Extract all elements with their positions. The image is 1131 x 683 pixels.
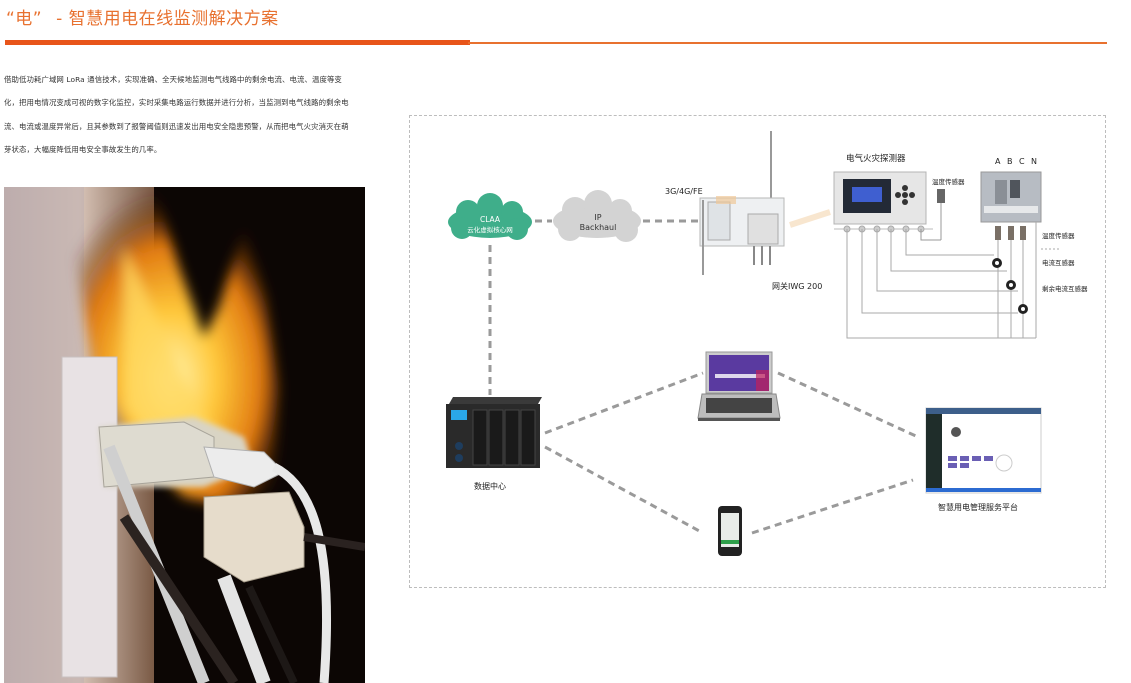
- claa-cloud-label: CLAA 云化虚拟核心网: [447, 215, 533, 235]
- ip-backhaul-cloud: [553, 190, 641, 242]
- title-text: - 智慧用电在线监测解决方案: [56, 9, 279, 29]
- phase-label-b: B: [1007, 157, 1013, 166]
- network-links: [488, 219, 919, 535]
- title-quote: “电”: [6, 9, 43, 29]
- gateway-name-label: 网关IWG 200: [772, 282, 823, 291]
- fire-socket-illustration: [4, 187, 365, 683]
- link-phone-platform: [751, 478, 914, 535]
- data-center-label: 数据中心: [474, 482, 506, 491]
- gateway-link-label: 3G/4G/FE: [665, 187, 703, 196]
- mobile-phone-device: [718, 506, 742, 556]
- phase-label-n: N: [1031, 157, 1037, 166]
- fire-socket-photo: [4, 187, 365, 683]
- claa-cloud: [448, 193, 532, 240]
- link-laptop-platform: [777, 371, 919, 439]
- phase-label-a: A: [995, 157, 1001, 166]
- detector-temp-sensor: [920, 189, 945, 241]
- circuit-breaker: [980, 171, 1042, 240]
- link-datacenter-laptop: [544, 371, 704, 435]
- detector-temp-sensor-label: 温度传感器: [932, 178, 965, 186]
- claa-cloud-title: CLAA: [479, 215, 501, 224]
- fire-detector-device: [833, 171, 933, 233]
- claa-cloud-subtitle: 云化虚拟核心网: [467, 226, 513, 234]
- intro-paragraph: 借助低功耗广域网 LoRa 通信技术，实现准确、全天候地监测电气线路中的剩余电流…: [4, 75, 349, 155]
- title-divider-accent: [5, 40, 470, 45]
- sensor-wiring: [846, 222, 1060, 339]
- data-center-server: [446, 397, 542, 468]
- current-transformer-label: 电流互感器: [1042, 259, 1075, 267]
- management-platform-screen: [925, 407, 1042, 494]
- breaker-temp-sensor-label: 温度传感器: [1042, 232, 1075, 240]
- residual-current-transformer-label: 剩余电流互感器: [1042, 285, 1088, 293]
- gateway-device: [699, 131, 831, 275]
- architecture-diagram-frame: [409, 115, 1106, 588]
- fire-detector-label: 电气火灾探测器: [846, 154, 906, 164]
- phase-label-c: C: [1019, 157, 1025, 166]
- laptop-device: [697, 351, 781, 421]
- platform-label: 智慧用电管理服务平台: [938, 503, 1018, 512]
- ip-cloud-title: IP: [594, 213, 602, 222]
- ip-cloud-label: IP Backhaul: [556, 213, 640, 233]
- page-title: “电” - 智慧用电在线监测解决方案: [6, 4, 279, 29]
- link-datacenter-phone: [544, 445, 704, 535]
- ip-cloud-subtitle: Backhaul: [579, 223, 617, 232]
- title-divider-line: [468, 42, 1107, 44]
